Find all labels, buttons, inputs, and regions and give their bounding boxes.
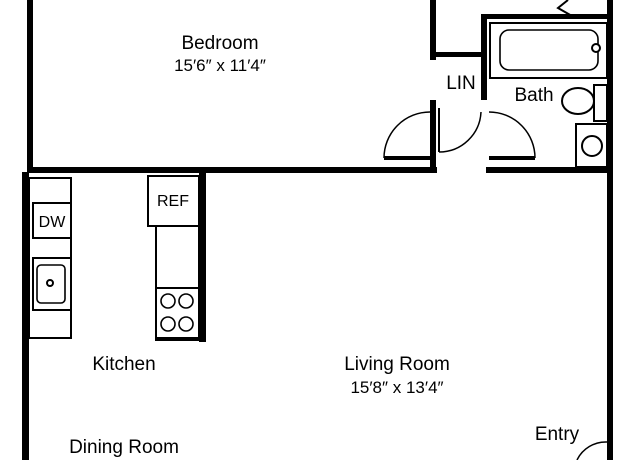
stove xyxy=(155,287,200,339)
doors xyxy=(383,108,608,460)
bath-top-door-fragment xyxy=(556,0,573,17)
labels: Bedroom 15′6″ x 11′4″ LIN Bath REF DW Ki… xyxy=(39,33,580,458)
bedroom-door-leaf xyxy=(384,156,430,160)
kitchen-fixtures xyxy=(28,175,200,341)
bath-fixtures xyxy=(489,22,608,168)
kitchen-sink-basin xyxy=(36,264,66,304)
linen-door-swing xyxy=(438,111,482,153)
left-exterior-wall-lower xyxy=(22,172,29,460)
kitchen-label: Kitchen xyxy=(92,354,155,375)
living-room-dimensions: 15′8″ x 13′4″ xyxy=(350,378,443,397)
refrigerator xyxy=(147,175,200,227)
bedroom-bottom-wall xyxy=(27,167,437,173)
bath-bottom-wall xyxy=(486,167,613,173)
toilet-tank xyxy=(593,84,608,122)
bedroom-dimensions: 15′6″ x 11′4″ xyxy=(174,56,266,75)
kitchen-partition-wall xyxy=(199,172,206,342)
stove-burner-3 xyxy=(160,316,176,332)
bedroom-right-wall xyxy=(430,0,436,60)
entry-label: Entry xyxy=(535,424,580,445)
bathtub xyxy=(489,22,608,79)
bedroom-label: Bedroom xyxy=(181,33,258,54)
dining-room-label: Dining Room xyxy=(69,437,179,458)
bath-label: Bath xyxy=(514,85,553,106)
bath-door-leaf xyxy=(489,156,535,160)
stove-burner-2 xyxy=(178,293,194,309)
right-exterior-wall xyxy=(607,0,613,460)
dishwasher-label: DW xyxy=(39,214,67,231)
walls xyxy=(22,0,613,460)
entry-door-swing xyxy=(576,441,608,460)
linen-closet-label: LIN xyxy=(446,73,476,94)
kitchen-sink-drain xyxy=(46,279,54,287)
bath-top-wall xyxy=(481,14,613,19)
linen-closet-top-wall xyxy=(430,52,484,57)
linen-closet-left-wall xyxy=(430,100,436,172)
stove-burner-1 xyxy=(160,293,176,309)
bathtub-drain xyxy=(591,43,601,53)
refrigerator-label: REF xyxy=(157,193,189,210)
stove-burner-4 xyxy=(178,316,194,332)
dishwasher xyxy=(32,202,72,239)
bath-left-wall xyxy=(481,14,487,100)
bath-door-swing xyxy=(488,111,536,159)
left-exterior-wall-upper xyxy=(27,0,33,172)
living-room-label: Living Room xyxy=(344,354,450,375)
toilet-bowl xyxy=(561,87,595,115)
bathroom-sink-basin xyxy=(581,135,603,157)
bedroom-door-swing xyxy=(383,111,431,159)
